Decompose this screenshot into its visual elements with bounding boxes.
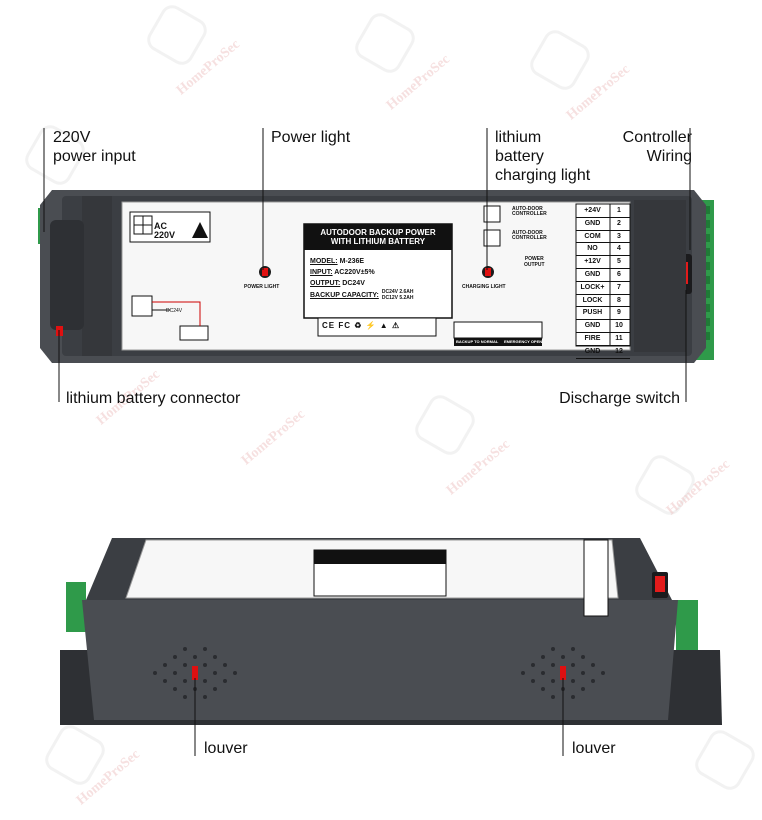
terminal-row: +24V 1 bbox=[576, 205, 630, 218]
callout-power-light: Power light bbox=[271, 129, 351, 146]
cert-marks: CE FC ♻ ⚡ ▲ ⚠ bbox=[322, 321, 401, 330]
terminal-row: LOCK 8 bbox=[576, 295, 630, 308]
callout-louver-left: louver bbox=[204, 740, 248, 757]
power-output-label: POWER OUTPUT bbox=[524, 256, 545, 268]
terminal-number: 6 bbox=[617, 270, 621, 278]
louver-right-marker bbox=[560, 666, 566, 680]
terminal-name: GND bbox=[584, 270, 601, 278]
dc24v-label: DC24V bbox=[166, 308, 183, 314]
terminal-row: NO 4 bbox=[576, 243, 630, 257]
callout-louver-right: louver bbox=[572, 740, 616, 757]
terminal-name: PUSH bbox=[582, 309, 603, 317]
backup-value-2: DC12V 5.2AH bbox=[381, 295, 414, 301]
label-title: AUTODOOR BACKUP POWER WITH LITHIUM BATTE… bbox=[308, 228, 448, 246]
bottom-view-device bbox=[60, 538, 722, 756]
charging-light-label: CHARGING LIGHT bbox=[462, 284, 506, 290]
back-to-normal-label: BACKUP TO NORMAL bbox=[456, 339, 499, 344]
controller-label-1: AUTO-DOOR CONTROLLER bbox=[512, 206, 547, 217]
power-light-label: POWER LIGHT bbox=[244, 284, 280, 290]
terminal-row: GND 6 bbox=[576, 269, 630, 282]
terminal-name: GND bbox=[584, 322, 601, 330]
callout-battery-connector: lithium battery connector bbox=[66, 390, 241, 407]
callout-discharge-switch: Discharge switch bbox=[559, 390, 680, 407]
emergency-open-label: EMERGENCY OPEN bbox=[504, 339, 543, 344]
backup-value-1: DC24V 2.6AH bbox=[381, 289, 414, 295]
model-label: MODEL: bbox=[310, 258, 338, 265]
output-value: DC24V bbox=[342, 280, 365, 287]
terminal-name: COM bbox=[584, 232, 601, 240]
terminal-number: 2 bbox=[617, 219, 621, 227]
terminal-row: GND 10 bbox=[576, 320, 630, 333]
controller-label-2: AUTO-DOOR CONTROLLER bbox=[512, 230, 547, 241]
callout-power-input: 220V power input bbox=[53, 129, 136, 165]
output-label: OUTPUT: bbox=[310, 280, 341, 287]
terminal-row: PUSH 9 bbox=[576, 307, 630, 321]
terminal-number: 12 bbox=[615, 347, 623, 355]
callout-controller-wiring: Controller Wiring bbox=[622, 129, 692, 165]
terminal-name: GND bbox=[584, 347, 601, 355]
louver-left-marker bbox=[192, 666, 198, 680]
terminal-number: 3 bbox=[617, 232, 621, 240]
terminal-row: +12V 5 bbox=[576, 256, 630, 269]
input-value: AC220V±5% bbox=[334, 269, 375, 276]
terminal-name: LOCK+ bbox=[580, 283, 605, 291]
terminal-name: NO bbox=[587, 245, 598, 253]
terminal-name: +12V bbox=[584, 258, 601, 266]
terminal-name: FIRE bbox=[584, 334, 601, 342]
terminal-row: FIRE 11 bbox=[576, 333, 630, 346]
input-label: INPUT: bbox=[310, 269, 333, 276]
title-line-1: AUTODOOR BACKUP POWER bbox=[320, 228, 436, 237]
terminal-number: 10 bbox=[615, 322, 623, 330]
backup-label: BACKUP CAPACITY: bbox=[310, 291, 379, 299]
model-value: M-236E bbox=[339, 258, 365, 265]
terminal-name: LOCK bbox=[582, 296, 603, 304]
callout-battery-light: lithium battery charging light bbox=[495, 129, 591, 184]
terminal-row: GND 2 bbox=[576, 218, 630, 231]
terminal-name: GND bbox=[584, 219, 601, 227]
terminal-number: 8 bbox=[617, 296, 621, 304]
top-view-device bbox=[38, 128, 714, 402]
terminal-number: 11 bbox=[615, 334, 623, 342]
ac-label: AC 220V bbox=[154, 221, 176, 240]
terminal-row: GND 12 bbox=[576, 346, 630, 359]
terminal-number: 9 bbox=[617, 309, 621, 317]
terminal-number: 7 bbox=[617, 283, 621, 291]
terminal-name: +24V bbox=[584, 207, 601, 214]
terminal-number: 5 bbox=[617, 258, 621, 266]
housing-front bbox=[82, 600, 678, 720]
spec-block: MODEL: M-236E INPUT: AC220V±5% OUTPUT: D… bbox=[310, 256, 414, 301]
terminal-row: LOCK+ 7 bbox=[576, 282, 630, 295]
title-line-2: WITH LITHIUM BATTERY bbox=[330, 237, 426, 246]
terminal-number: 4 bbox=[617, 245, 621, 253]
terminal-row: COM 3 bbox=[576, 231, 630, 244]
louver-right bbox=[521, 647, 605, 699]
terminal-number: 1 bbox=[617, 207, 621, 214]
